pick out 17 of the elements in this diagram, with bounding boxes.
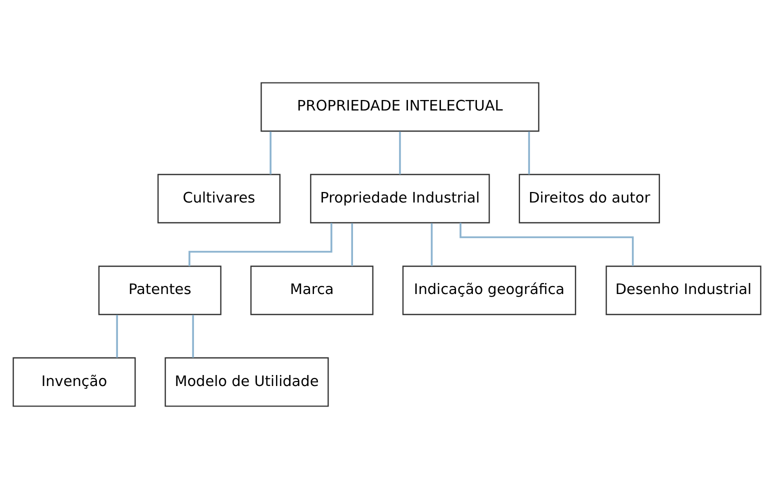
connector [270, 131, 272, 174]
connector [399, 131, 401, 174]
connector [192, 314, 194, 358]
connector [430, 222, 433, 266]
node-box: Indicação geográfica [402, 265, 576, 315]
node-box: Cultivares [157, 173, 281, 223]
connector [116, 314, 118, 358]
connector [528, 131, 530, 174]
connector [351, 222, 353, 266]
node-box: Patentes [98, 265, 222, 315]
node-box: Modelo de Utilidade [164, 356, 329, 406]
node-box: Desenho Industrial [606, 265, 762, 315]
node-box: Invenção [12, 356, 136, 406]
node-box: Direitos do autor [518, 173, 660, 223]
node-box: Marca [250, 265, 374, 315]
node-box: PROPRIEDADE INTELECTUAL [260, 82, 540, 132]
node-box: Propriedade Industrial [310, 173, 490, 223]
